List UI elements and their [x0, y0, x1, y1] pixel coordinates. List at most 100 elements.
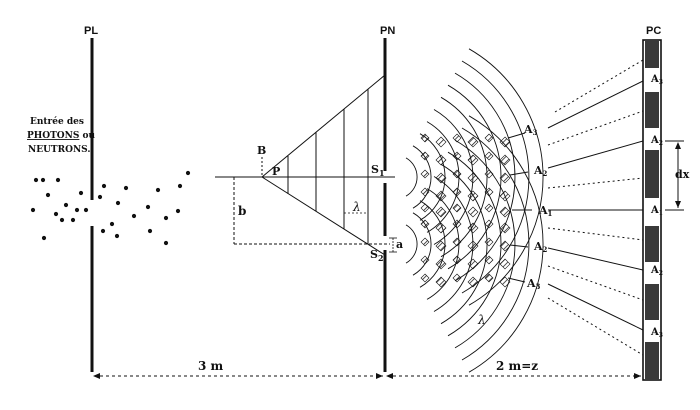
label-p: P	[272, 165, 280, 178]
particle-dot	[55, 177, 61, 183]
label-b-upper: B	[257, 144, 266, 157]
label-s2: S2	[370, 248, 384, 263]
interference-cell	[420, 151, 430, 161]
particle-dot	[163, 240, 169, 246]
screen-label-a3-top: A3	[650, 74, 663, 86]
label-pn: PN	[380, 25, 395, 37]
particle-dot	[30, 207, 36, 213]
particle-dot	[74, 207, 80, 213]
particle-dot	[101, 183, 107, 189]
label-a3-bottom: A3	[526, 277, 541, 291]
label-pl: PL	[84, 25, 98, 37]
interference-cell	[420, 169, 430, 179]
interference-cell	[484, 133, 494, 143]
interference-cell	[467, 276, 479, 288]
interference-cell	[484, 203, 494, 213]
interference-cell	[499, 172, 511, 184]
interference-cell	[452, 203, 462, 213]
particle-dot	[63, 202, 69, 208]
interference-cell	[467, 206, 479, 218]
particle-dot	[78, 190, 84, 196]
screen-dark-band	[645, 40, 659, 68]
entry-neutrons: NEUTRONS.	[28, 145, 91, 155]
particle-dot	[147, 228, 153, 234]
particle-dot	[163, 215, 169, 221]
wavefront-arc	[440, 96, 488, 258]
fringe-dotted-rays	[547, 59, 644, 356]
interference-cell	[420, 255, 430, 265]
interference-cell	[452, 273, 462, 283]
particle-dot	[59, 217, 65, 223]
entry-line1: Entrée des	[30, 116, 84, 127]
interference-cell	[435, 222, 447, 234]
label-b-lower: b	[238, 204, 246, 218]
wavefront-arc	[405, 224, 418, 264]
label-a2-top: A2	[533, 164, 548, 178]
entry-text: Entrée des PHOTONS ou NEUTRONS.	[27, 116, 96, 155]
interference-cell	[435, 258, 447, 270]
interference-cell	[435, 190, 447, 202]
dx-measure	[665, 140, 684, 211]
screen-dark-band	[645, 150, 659, 198]
wavefront-arc	[454, 139, 516, 349]
interference-cell	[420, 187, 430, 197]
interference-cell	[499, 154, 511, 166]
screen-dark-band	[645, 92, 659, 128]
wavefront-arc	[412, 145, 432, 209]
interference-cell	[467, 258, 479, 270]
interference-cell	[435, 172, 447, 184]
slit-gap-mark	[389, 237, 397, 253]
entry-ou: ou	[79, 131, 95, 141]
screen-pc	[642, 39, 662, 381]
particle-dot	[53, 211, 59, 217]
interference-cell	[499, 276, 511, 288]
wavefront-arc	[426, 121, 460, 233]
interference-cell	[484, 169, 494, 179]
interference-cell	[484, 151, 494, 161]
screen-dark-band	[645, 226, 659, 262]
interference-cell	[420, 237, 430, 247]
interference-cell	[452, 219, 462, 229]
particle-dot	[175, 208, 181, 214]
label-a2-bottom: A2	[533, 240, 548, 254]
particle-dot	[40, 177, 46, 183]
interference-cell	[467, 190, 479, 202]
wavefront-arc	[461, 127, 530, 361]
interference-cell	[435, 276, 447, 288]
wavefront-arc	[447, 151, 502, 337]
interference-cell	[484, 187, 494, 197]
interference-cell	[484, 219, 494, 229]
particle-dot	[100, 228, 106, 234]
label-s1: S1	[371, 163, 385, 178]
label-3m: 3 m	[198, 359, 224, 373]
interference-cell	[420, 219, 430, 229]
wavefront-arc	[419, 200, 446, 288]
particle-dot	[123, 185, 129, 191]
entry-line2: PHOTONS ou	[27, 131, 96, 141]
interference-cell	[484, 273, 494, 283]
label-2mz: 2 m=z	[496, 359, 538, 373]
particle-dot	[45, 192, 51, 198]
wavefront-arc	[440, 163, 488, 325]
entry-photons: PHOTONS	[27, 131, 79, 141]
interference-cell	[452, 169, 462, 179]
particle-cloud	[30, 170, 191, 246]
incident-construction	[215, 74, 395, 256]
interference-cell	[452, 237, 462, 247]
interference-cell	[499, 206, 511, 218]
interference-cell	[499, 222, 511, 234]
wavefront-arc	[468, 48, 544, 306]
interference-cell	[435, 240, 447, 252]
wavefront-arc	[412, 212, 432, 276]
interference-cell	[484, 255, 494, 265]
interference-cell	[499, 136, 511, 148]
interference-cell	[435, 206, 447, 218]
wavefront-arc	[454, 72, 516, 282]
interference-cell	[420, 133, 430, 143]
particle-dot	[177, 183, 183, 189]
interference-cell	[467, 240, 479, 252]
particle-dot	[70, 217, 76, 223]
screen-label-a3-bottom: A3	[650, 327, 663, 339]
interference-cell	[452, 151, 462, 161]
